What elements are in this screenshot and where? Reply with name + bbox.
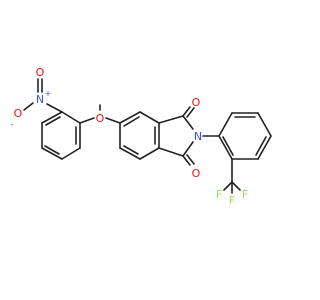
atom-fluorine-3: F [229,194,235,207]
bond-double [255,136,267,156]
atom-ether-oxygen: O [96,112,105,125]
bond [158,147,184,157]
bond-double [123,116,140,127]
bond [119,147,141,160]
bond [218,112,233,137]
bond-double [45,116,61,126]
bond [139,147,160,160]
bond [119,111,141,124]
bond-double [123,145,139,155]
bond [46,103,63,113]
bond [218,135,233,160]
atom-imide-nitrogen: N [194,130,202,143]
bond [257,112,272,137]
bond [105,117,121,124]
atom-nitro-oxygen-left: O [14,107,23,120]
atom-nitro-oxygen-top: O [36,66,45,79]
bond [61,147,81,160]
bond [41,147,63,160]
bond [61,111,81,124]
charge-plus: + [45,89,52,98]
atom-fluorine-1: F [216,188,222,201]
structure-canvas: N + O O - O O O N F F F [10,66,272,207]
atom-carbonyl-oxygen-bottom: O [192,167,201,180]
bond [23,102,34,111]
bond [182,155,191,166]
molecule-diagram: N + O O - O O O N F F F [11,66,272,207]
bond-double [222,136,234,156]
atom-carbonyl-oxygen-top: O [192,96,201,109]
atom-nitro-nitrogen: N [36,93,44,106]
bond [182,106,191,117]
bond [223,181,233,191]
bond [139,111,160,124]
atom-fluorine-2: F [242,188,248,201]
bond [257,135,272,160]
charge-minus: - [11,120,14,129]
bond [182,115,194,130]
bond [186,107,195,118]
bond [79,117,95,124]
bond [158,115,184,124]
bond-double [44,145,60,155]
bond [186,154,195,165]
bond [41,111,63,124]
bond [182,141,194,157]
bond [231,181,241,191]
